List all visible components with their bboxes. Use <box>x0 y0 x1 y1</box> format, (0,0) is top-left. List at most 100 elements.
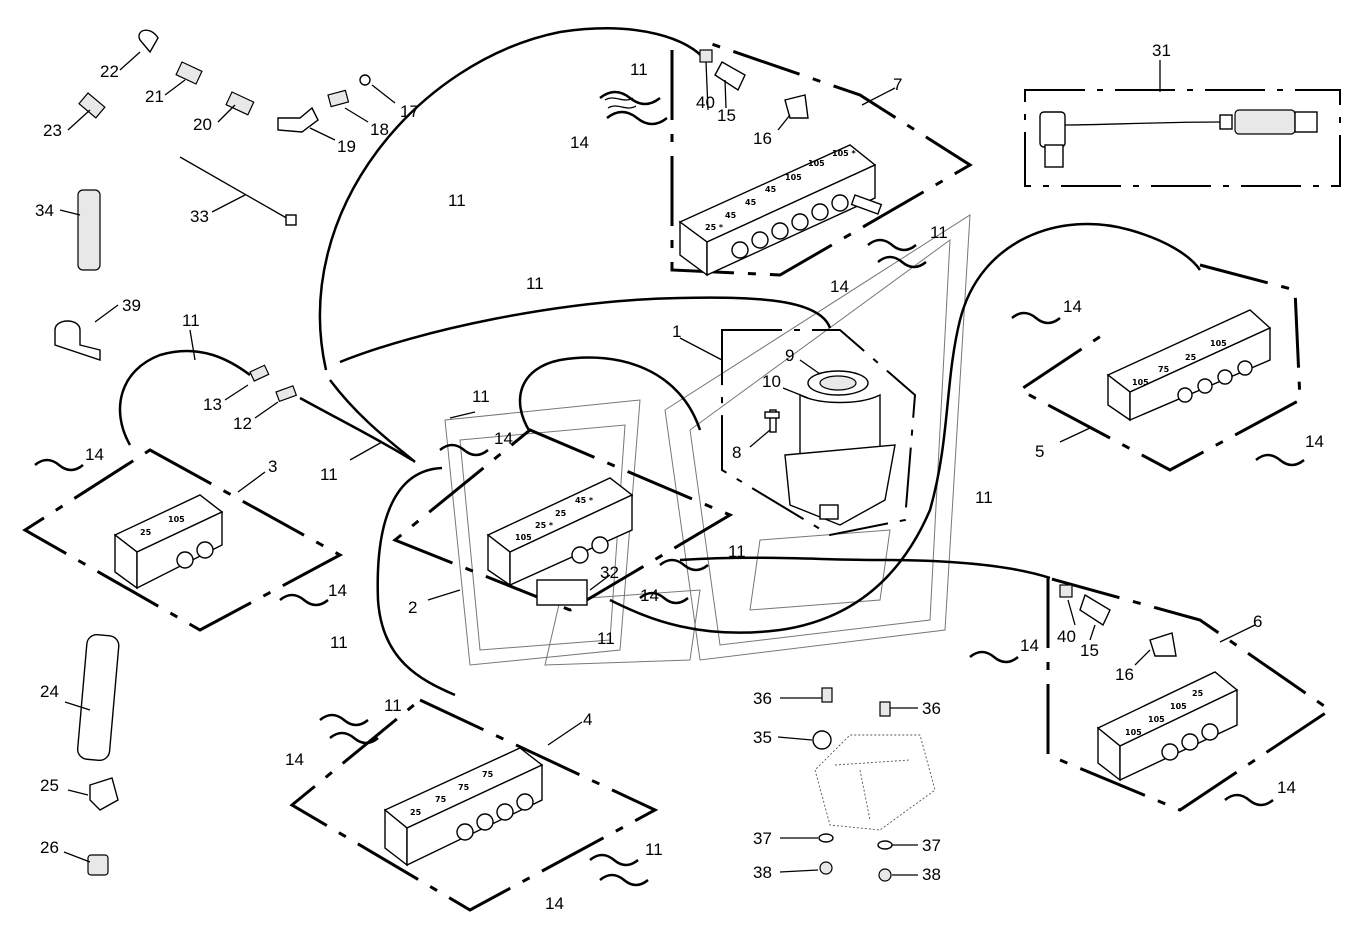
mark-105: 105 <box>1132 378 1149 387</box>
mark-25: 25 <box>410 808 422 817</box>
mark-105: 105 <box>808 159 825 168</box>
lube-lines <box>118 27 1202 697</box>
callout-40-a: 40 <box>696 93 715 112</box>
distributor-block-4: 25 75 75 75 <box>383 747 544 867</box>
callout-10: 10 <box>762 372 781 391</box>
distributor-block-5: 105 75 25 105 <box>1106 309 1272 422</box>
callout-11-i: 11 <box>597 629 615 648</box>
mark-75: 75 <box>482 770 494 779</box>
callout-11-g: 11 <box>472 387 490 406</box>
callout-38-b: 38 <box>922 865 941 884</box>
mark-25: 25 <box>1192 689 1204 698</box>
mark-45: 45 <box>765 185 777 194</box>
callout-26: 26 <box>40 838 59 857</box>
callout-37-b: 37 <box>922 836 941 855</box>
callout-14-g: 14 <box>1063 297 1082 316</box>
callout-16-b: 16 <box>1115 665 1134 684</box>
callout-37-a: 37 <box>753 829 772 848</box>
mark-25: 25 <box>555 509 567 518</box>
callout-2: 2 <box>408 598 417 617</box>
callout-15-b: 15 <box>1080 641 1099 660</box>
pump-unit <box>769 370 896 526</box>
distributor-block-6: 105 105 105 25 <box>1096 671 1239 782</box>
callout-4: 4 <box>583 710 592 729</box>
callout-20: 20 <box>193 115 212 134</box>
callout-17: 17 <box>400 102 419 121</box>
mark-75: 75 <box>1158 365 1170 374</box>
callout-32: 32 <box>600 563 619 582</box>
callouts: 22 21 20 19 18 17 23 33 34 39 11 13 12 1… <box>35 41 1324 913</box>
cable-31 <box>1039 109 1318 168</box>
callout-11-f: 11 <box>526 274 544 293</box>
mark-105: 105 <box>168 515 185 524</box>
callout-14-h: 14 <box>1305 432 1324 451</box>
mark-25: 25 <box>140 528 152 537</box>
callout-12: 12 <box>233 414 252 433</box>
callout-11-j: 11 <box>930 223 948 242</box>
callout-7: 7 <box>893 75 902 94</box>
callout-35: 35 <box>753 728 772 747</box>
line-break-symbols <box>34 90 1305 887</box>
group-boundaries <box>22 38 1341 912</box>
callout-33: 33 <box>190 207 209 226</box>
mark-45: 45 <box>725 211 737 220</box>
callout-18: 18 <box>370 120 389 139</box>
callout-11-b: 11 <box>320 465 338 484</box>
callout-40-b: 40 <box>1057 627 1076 646</box>
callout-19: 19 <box>337 137 356 156</box>
callout-5: 5 <box>1035 442 1044 461</box>
callout-11-d: 11 <box>630 60 648 79</box>
distributor-block-7: 25 * 45 45 45 105 105 105 * <box>678 144 883 277</box>
mark-25s: 25 * <box>705 223 724 232</box>
callout-38-a: 38 <box>753 863 772 882</box>
callout-11-m: 11 <box>645 840 663 859</box>
mark-105: 105 <box>1170 702 1187 711</box>
mark-105: 105 <box>515 533 532 542</box>
mark-105: 105 <box>1148 715 1165 724</box>
callout-11-a: 11 <box>182 311 200 330</box>
callout-36-b: 36 <box>922 699 941 718</box>
mark-105: 105 <box>1210 339 1227 348</box>
callout-14-e: 14 <box>640 586 659 605</box>
mark-75: 75 <box>435 795 447 804</box>
callout-21: 21 <box>145 87 164 106</box>
callout-31: 31 <box>1152 41 1171 60</box>
callout-14-d: 14 <box>494 429 513 448</box>
distributor-block-3: 25 105 <box>113 494 224 590</box>
mark-105: 105 <box>1125 728 1142 737</box>
callout-13: 13 <box>203 395 222 414</box>
callout-14-l: 14 <box>545 894 564 913</box>
callout-14-f: 14 <box>830 277 849 296</box>
small-parts <box>54 29 1177 882</box>
mark-105s: 105 * <box>832 149 856 158</box>
callout-16-a: 16 <box>753 129 772 148</box>
callout-9: 9 <box>785 346 794 365</box>
callout-14-j: 14 <box>1277 778 1296 797</box>
callout-36-a: 36 <box>753 689 772 708</box>
callout-14-b: 14 <box>328 581 347 600</box>
callout-11-h: 11 <box>728 542 746 561</box>
callout-11-k: 11 <box>975 488 993 507</box>
mark-105: 105 <box>785 173 802 182</box>
callout-14-a: 14 <box>85 445 104 464</box>
callout-6: 6 <box>1253 612 1262 631</box>
distributor-block-2: 105 25 * 25 45 * <box>486 477 634 606</box>
callout-24: 24 <box>40 682 59 701</box>
leader-lines <box>59 51 1256 876</box>
callout-22: 22 <box>100 62 119 81</box>
mark-25: 25 <box>1185 353 1197 362</box>
callout-11-e: 11 <box>448 191 466 210</box>
callout-34: 34 <box>35 201 54 220</box>
watermark-logo <box>444 214 971 666</box>
callout-25: 25 <box>40 776 59 795</box>
callout-14-i: 14 <box>1020 636 1039 655</box>
callout-14-c: 14 <box>570 133 589 152</box>
mark-25s: 25 * <box>535 521 554 530</box>
mark-45s: 45 * <box>575 496 594 505</box>
callout-11-l: 11 <box>384 696 402 715</box>
mark-75: 75 <box>458 783 470 792</box>
mark-45: 45 <box>745 198 757 207</box>
callout-11-c: 11 <box>330 633 348 652</box>
